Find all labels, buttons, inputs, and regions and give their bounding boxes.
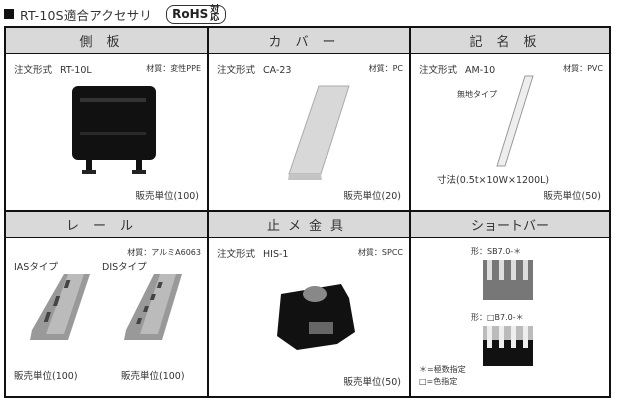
- header-short-bar: ショートバー: [411, 212, 609, 238]
- accessory-table: 側板 カバー 記名板 注文形式 RT-10L 材質：変性PPE 販売単位(100)…: [4, 26, 611, 398]
- side-plate-image: [72, 86, 156, 174]
- dis-type-label: DISタイプ: [102, 262, 147, 273]
- order-form: 注文形式 RT-10L: [14, 62, 92, 76]
- form-color: 形：□B7.0-＊: [471, 313, 524, 322]
- header-side-plate: 側板: [6, 28, 209, 54]
- form-sb: 形：SB7.0-＊: [471, 247, 522, 256]
- order-code: AM-10: [465, 65, 496, 76]
- order-form: 注文形式 CA-23: [217, 62, 291, 76]
- header-rail: レール: [6, 212, 209, 238]
- sales-unit: 販売単位(100): [135, 191, 199, 202]
- ias-sales-unit: 販売単位(100): [14, 371, 78, 382]
- order-form: 注文形式 AM-10: [419, 62, 495, 76]
- order-label: 注文形式: [419, 65, 458, 76]
- stopper-image: [277, 284, 355, 350]
- note-color: □=色指定: [419, 377, 458, 386]
- order-label: 注文形式: [217, 249, 256, 260]
- ias-type-label: IASタイプ: [14, 262, 58, 273]
- short-bar-image-1: [483, 260, 533, 300]
- material: 材質：アルミA6063: [127, 248, 201, 257]
- header-stopper: 止メ金具: [209, 212, 411, 238]
- order-label: 注文形式: [14, 65, 53, 76]
- rohs-badge: RoHS 対応: [166, 4, 227, 24]
- order-code: CA-23: [263, 65, 292, 76]
- material: 材質：PVC: [563, 64, 603, 73]
- cell-name-plate: 注文形式 AM-10 材質：PVC 無地タイプ 寸法(0.5t×10W×1200L…: [411, 54, 609, 212]
- header-cover: カバー: [209, 28, 411, 54]
- cell-short-bar: 形：SB7.0-＊ 形：□B7.0-＊ ＊=極数指定 □=色指定: [411, 238, 609, 396]
- cover-image: [288, 85, 350, 180]
- sales-unit: 販売単位(20): [343, 191, 401, 202]
- name-plate-image: [496, 75, 534, 167]
- page-title: RT-10S適合アクセサリ RoHS 対応: [4, 4, 227, 24]
- square-bullet-icon: [4, 9, 14, 19]
- rohs-suffix: 対応: [210, 5, 220, 23]
- order-code: RT-10L: [60, 65, 92, 76]
- size-label: 寸法(0.5t×10W×1200L): [437, 175, 550, 186]
- cell-side-plate: 注文形式 RT-10L 材質：変性PPE 販売単位(100): [6, 54, 209, 212]
- cell-stopper: 注文形式 HIS-1 材質：SPCC 販売単位(50): [209, 238, 411, 396]
- order-label: 注文形式: [217, 65, 256, 76]
- ias-rail-image: [30, 274, 90, 340]
- title-text: RT-10S適合アクセサリ: [20, 7, 153, 23]
- cell-rail: 材質：アルミA6063 IASタイプ DISタイプ 販売単位(100) 販売単位…: [6, 238, 209, 396]
- type-label: 無地タイプ: [457, 90, 497, 99]
- dis-rail-image: [124, 274, 182, 340]
- short-bar-image-2: [483, 326, 533, 366]
- dis-sales-unit: 販売単位(100): [121, 371, 185, 382]
- material: 材質：変性PPE: [146, 64, 201, 73]
- material: 材質：SPCC: [357, 248, 403, 257]
- note-pole-count: ＊=極数指定: [419, 365, 466, 374]
- material: 材質：PC: [368, 64, 403, 73]
- order-form: 注文形式 HIS-1: [217, 246, 288, 260]
- rohs-label: RoHS: [172, 7, 209, 21]
- sales-unit: 販売単位(50): [343, 377, 401, 388]
- cell-cover: 注文形式 CA-23 材質：PC 販売単位(20): [209, 54, 411, 212]
- sales-unit: 販売単位(50): [543, 191, 601, 202]
- header-name-plate: 記名板: [411, 28, 609, 54]
- order-code: HIS-1: [263, 249, 289, 260]
